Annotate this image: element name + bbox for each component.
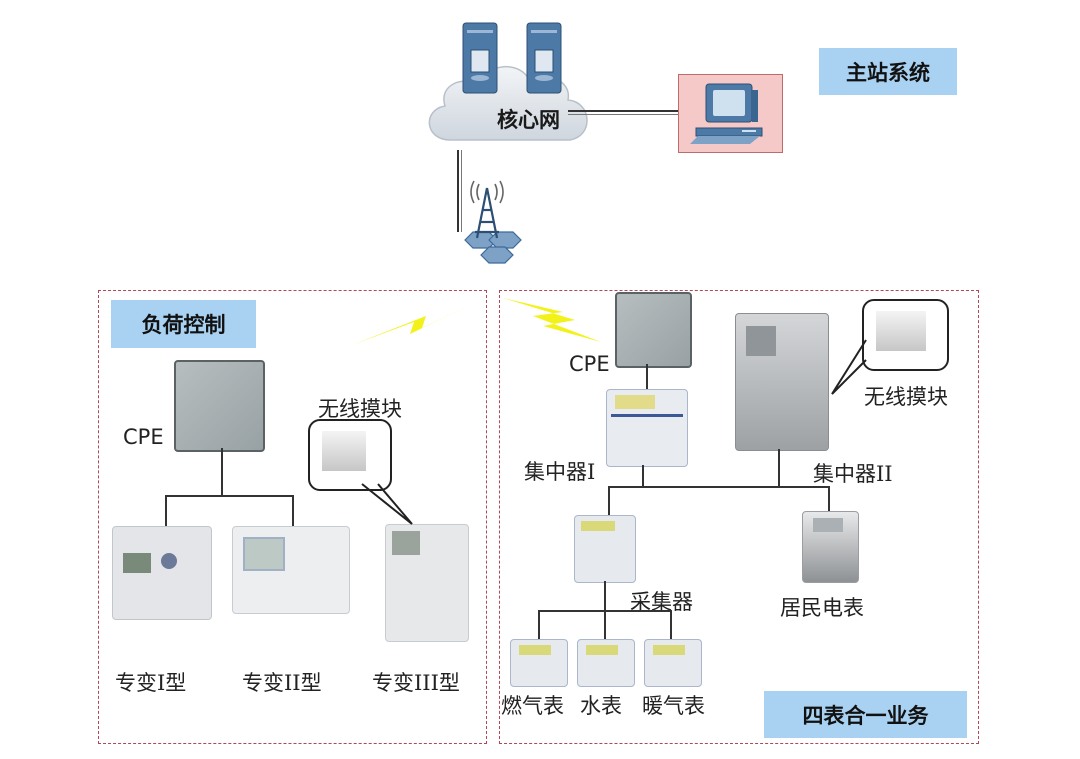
connection-line: [828, 486, 830, 512]
concentrator1-device: [606, 389, 688, 467]
cloud-icon: [428, 66, 588, 141]
load-control-tag: 负荷控制: [111, 300, 256, 348]
cpe-label: CPE: [569, 352, 610, 376]
terminal-type1-label: 专变I型: [115, 671, 187, 695]
cpe-device: [174, 360, 265, 452]
concentrator2-label: 集中器II: [813, 462, 893, 486]
connection-line: [568, 114, 680, 115]
callout-pointer: [361, 483, 413, 525]
concentrator2-device: [735, 313, 829, 451]
connection-line: [457, 150, 459, 232]
heat-meter-label: 暖气表: [642, 694, 705, 718]
connection-line: [642, 465, 644, 487]
base-station-tower-icon: [464, 180, 522, 264]
four-meter-zone: [499, 290, 979, 744]
connection-line: [608, 486, 829, 488]
terminal-type2-label: 专变II型: [242, 671, 322, 695]
resident-meter-label: 居民电表: [780, 596, 864, 620]
connection-line: [461, 150, 462, 232]
connection-line: [538, 610, 540, 640]
connection-line: [165, 495, 293, 497]
four-meter-tag: 四表合一业务: [764, 691, 967, 738]
heat-meter-device: [644, 639, 702, 687]
terminal-type3-label: 专变III型: [372, 671, 460, 695]
water-meter-label: 水表: [580, 694, 622, 718]
connection-line: [670, 610, 672, 640]
connection-line: [646, 364, 648, 389]
wireless-module-callout: [862, 299, 949, 371]
cpe-label: CPE: [123, 425, 164, 449]
gas-meter-device: [510, 639, 568, 687]
server-icon: [462, 22, 498, 94]
connection-line: [568, 110, 680, 112]
server-icon: [526, 22, 562, 94]
cpe-device: [615, 292, 692, 368]
connection-line: [292, 495, 294, 527]
wireless-signal-bolt-icon: [503, 298, 601, 342]
load-control-zone: [98, 290, 487, 744]
connection-line: [165, 495, 167, 527]
computer-icon: [690, 83, 763, 144]
connection-line: [608, 486, 610, 516]
resident-meter-device: [802, 511, 859, 583]
wireless-module-label: 无线摸块: [864, 385, 948, 409]
connection-line: [221, 448, 223, 495]
water-meter-device: [577, 639, 635, 687]
cloud-label: 核心网: [497, 108, 560, 132]
wireless-module-label: 无线摸块: [318, 397, 402, 421]
callout-pointer: [831, 339, 867, 395]
collector-device: [574, 515, 636, 583]
terminal-type2-device: [232, 526, 350, 614]
connection-line: [538, 610, 672, 612]
terminal-type1-device: [112, 526, 212, 620]
connection-line: [778, 449, 780, 487]
concentrator1-label: 集中器I: [524, 460, 596, 484]
master-station-tag: 主站系统: [819, 48, 957, 95]
wireless-module-callout: [308, 419, 392, 491]
terminal-type3-device: [385, 524, 469, 642]
gas-meter-label: 燃气表: [501, 694, 564, 718]
